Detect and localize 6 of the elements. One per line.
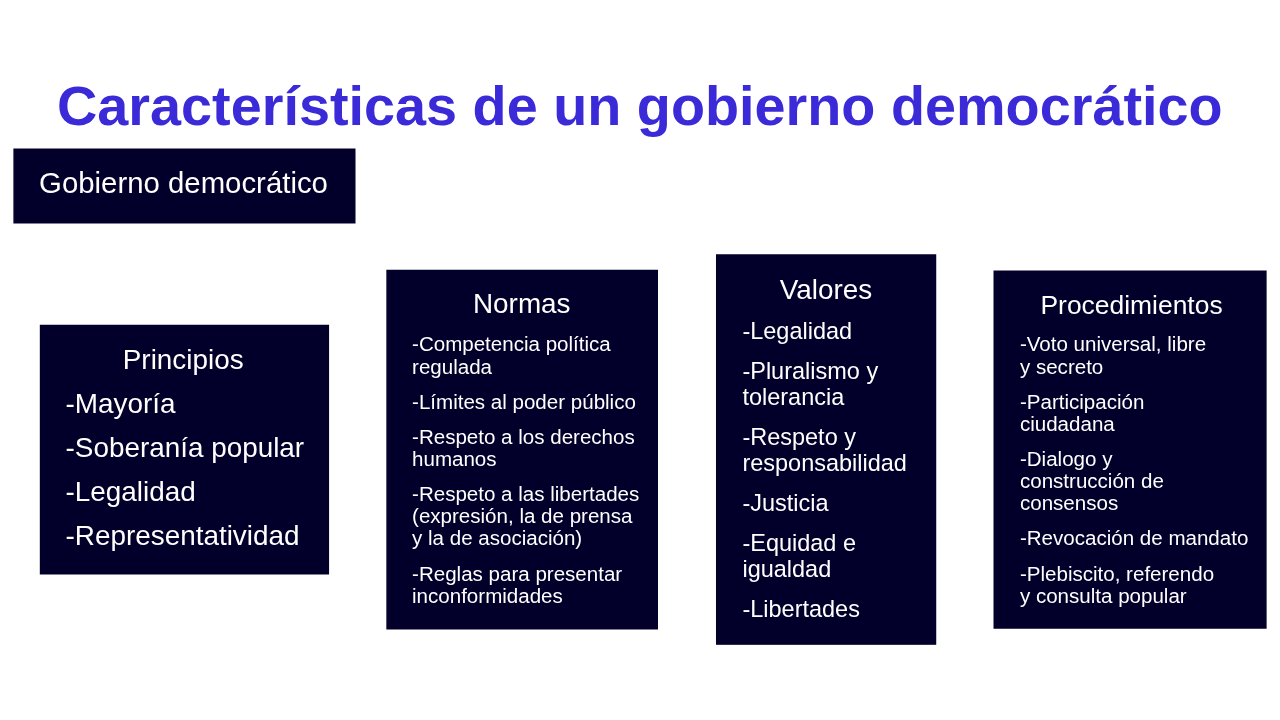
node-box: Principios -Mayoría -Soberanía popular -Legalidad -Representatividad	[39, 324, 330, 575]
node-box: Normas -Competencia política regulada -Límites al poder público -Respeto a los derechos humanos -Respeto a las libertades (expresión, la de prensa y la de asociación) -Reglas para presentar inconformidades	[386, 269, 658, 630]
node-box: Procedimientos -Voto universal, libre y secreto -Participación ciudadana -Dialogo y construcción de consensos -Revocación de mandato -Plebiscito, referendo y consulta popular	[993, 270, 1267, 629]
node-box: Valores -Legalidad -Pluralismo y tolerancia -Respeto y responsabilidad -Justicia -Equidad e igualdad -Libertades	[716, 254, 937, 645]
diagram-title: Características de un gobierno democrático	[57, 73, 1223, 137]
node-box: Gobierno democrático	[13, 148, 356, 224]
